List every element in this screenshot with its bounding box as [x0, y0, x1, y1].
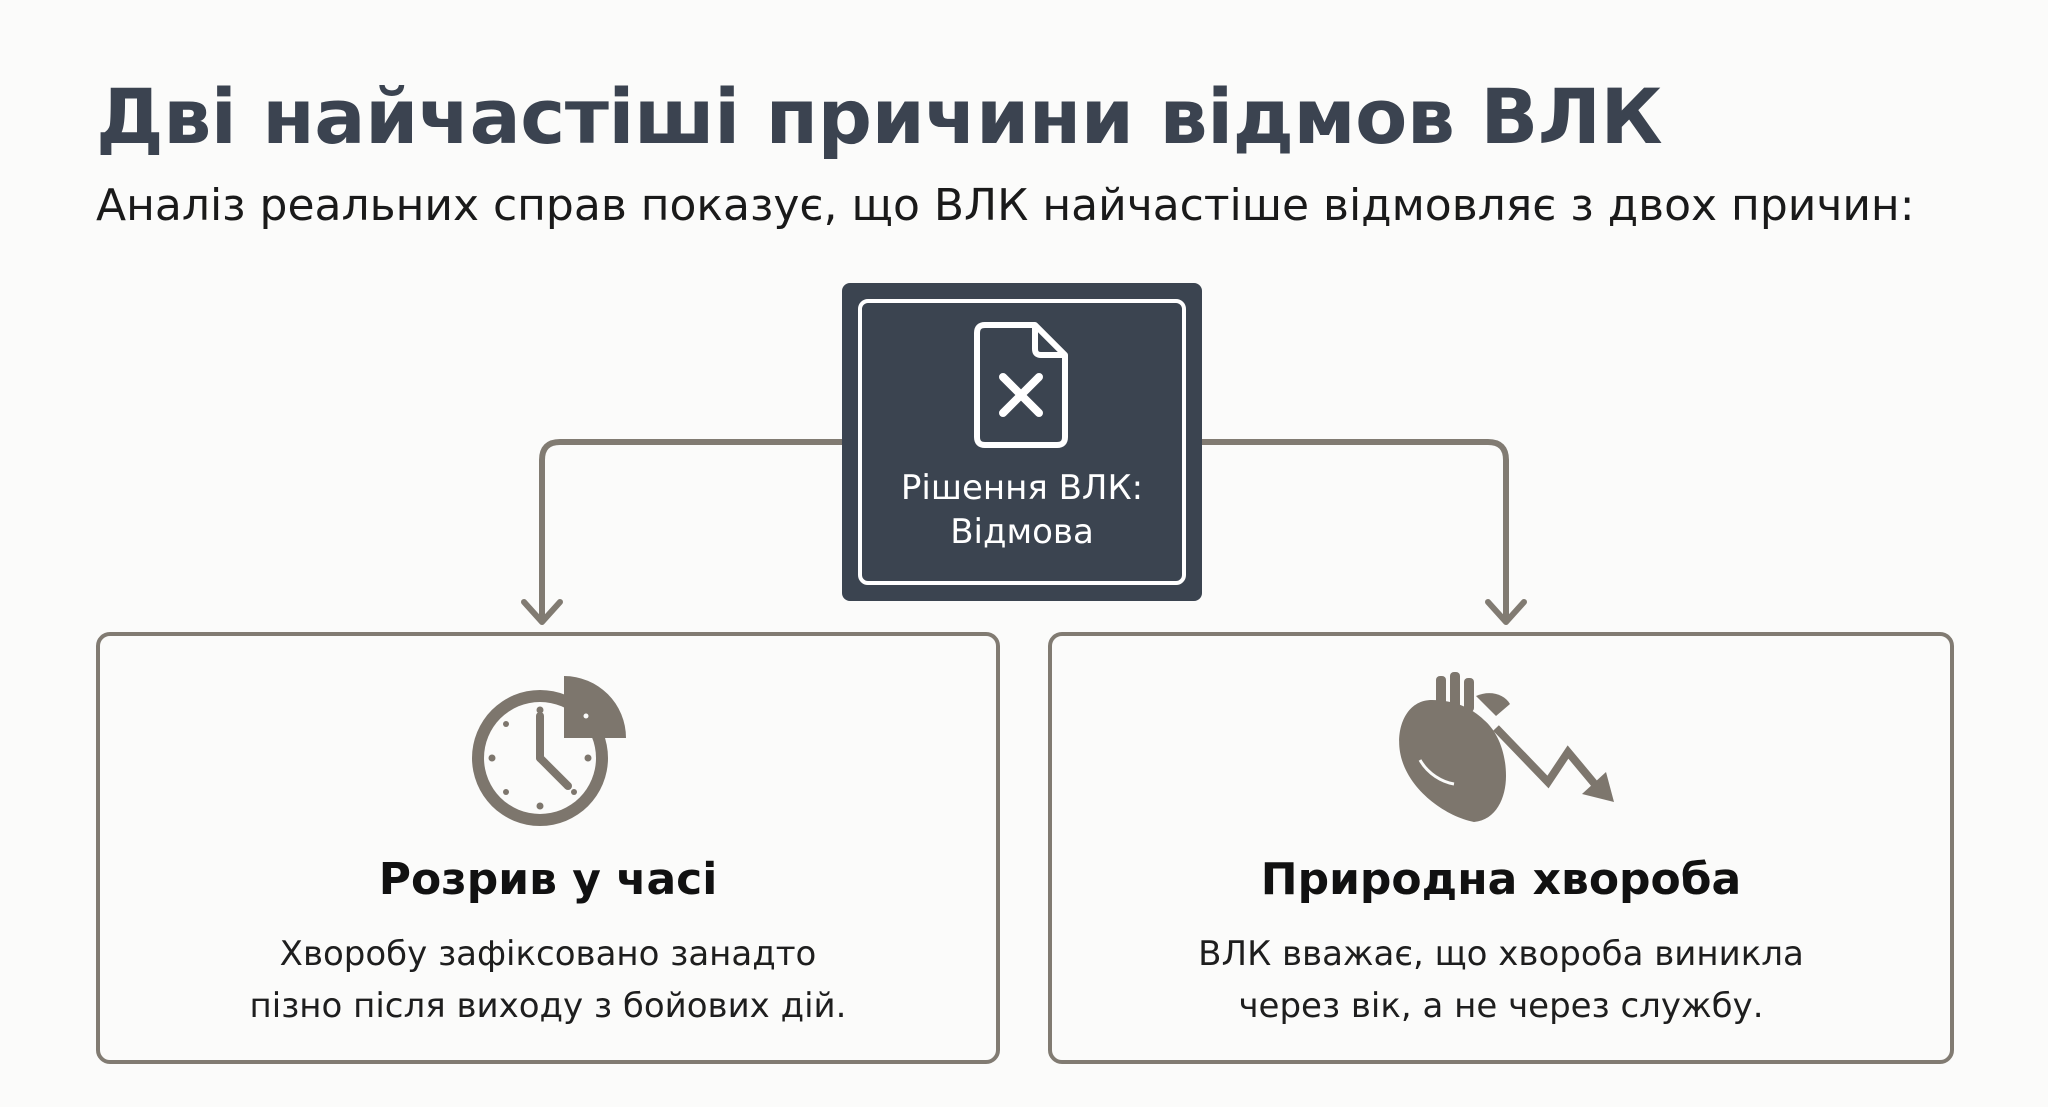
arrowhead-left — [521, 599, 563, 625]
connector-right — [1199, 439, 1509, 623]
arrowhead-right — [1485, 599, 1527, 625]
decision-box: Рішення ВЛК: Відмова — [842, 283, 1202, 601]
connector-left — [539, 439, 845, 623]
reason-description-line2: пізно після виходу з бойових дій. — [249, 986, 847, 1026]
decision-label-line1: Рішення ВЛК: — [900, 468, 1144, 508]
reason-title: Розрив у часі — [378, 854, 718, 905]
reason-description-line1: ВЛК вважає, що хвороба виникла — [1198, 934, 1804, 974]
reason-card-time-gap: Розрив у часі Хворобу зафіксовано занадт… — [96, 632, 1000, 1064]
decision-label: Рішення ВЛК: Відмова — [842, 466, 1202, 554]
heart-declining-icon — [1399, 672, 1614, 822]
reason-description-line2: через вік, а не через службу. — [1238, 986, 1764, 1026]
decision-box-frame — [858, 299, 1186, 585]
page-title: Дві найчастіші причини відмов ВЛК — [96, 72, 1663, 161]
decision-label-line2: Відмова — [950, 512, 1094, 552]
reason-card-natural-disease: Природна хвороба ВЛК вважає, що хвороба … — [1048, 632, 1954, 1064]
reason-description-line1: Хворобу зафіксовано занадто — [279, 934, 817, 974]
clock-icon — [472, 676, 626, 826]
rejected-document-icon — [974, 322, 1068, 448]
reason-description: ВЛК вважає, що хвороба виникла через вік… — [1052, 928, 1950, 1032]
page-subtitle: Аналіз реальних справ показує, що ВЛК на… — [96, 180, 1915, 231]
reason-description: Хворобу зафіксовано занадто пізно після … — [100, 928, 996, 1032]
reason-title: Природна хвороба — [1260, 854, 1742, 905]
